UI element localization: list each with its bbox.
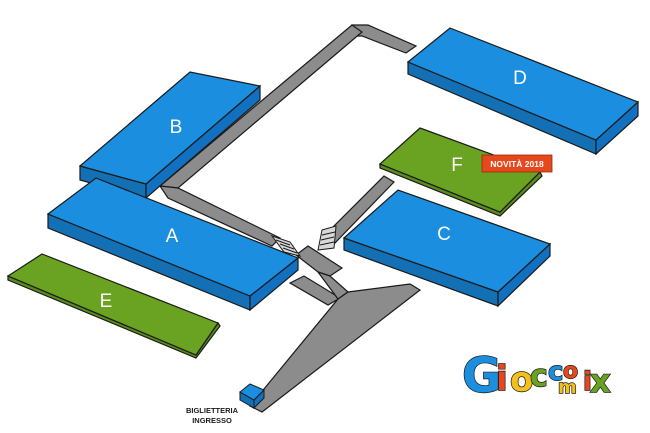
hall-a-label: A (166, 226, 179, 247)
ticket-office-label-line1: BIGLIETTERIA (186, 406, 239, 415)
stairs-right (317, 225, 337, 251)
walkway-long-diagonal (249, 283, 422, 413)
hall-c[interactable]: C (342, 189, 552, 308)
logo-letter-3: o (510, 360, 533, 400)
ticket-office-label-line2: INGRESSO (192, 416, 232, 425)
hall-c-label: C (437, 224, 451, 245)
hall-e-label: E (100, 291, 113, 312)
hall-a[interactable]: A (46, 177, 300, 312)
logo-letter-5: c (548, 357, 563, 387)
logo-letter-6: o (563, 359, 578, 384)
stairs (270, 225, 337, 257)
novita-badge-text: NOVITÀ 2018 (490, 159, 544, 169)
walkway-top (351, 24, 418, 54)
logo-letter-2: i (496, 359, 508, 399)
gioccomix-logo: G i o c c o m i x (461, 347, 611, 404)
logo-letter-7: m (558, 377, 577, 398)
walkways (158, 24, 422, 413)
novita-badge: NOVITÀ 2018 (481, 154, 553, 173)
ticket-office[interactable] (239, 383, 265, 410)
logo-letter-1: G (462, 348, 501, 404)
hall-b-label: B (170, 117, 183, 138)
walkway-center-junction (295, 245, 344, 277)
hall-f-label: F (451, 155, 463, 176)
hall-e[interactable]: E (6, 253, 221, 359)
logo-letter-9: x (590, 362, 611, 400)
logo-letter-8: i (583, 367, 592, 397)
hall-b[interactable]: B (78, 71, 262, 200)
hall-d[interactable]: D (406, 27, 640, 156)
hall-d-label: D (513, 68, 527, 89)
logo-letter-4: c (530, 359, 548, 394)
